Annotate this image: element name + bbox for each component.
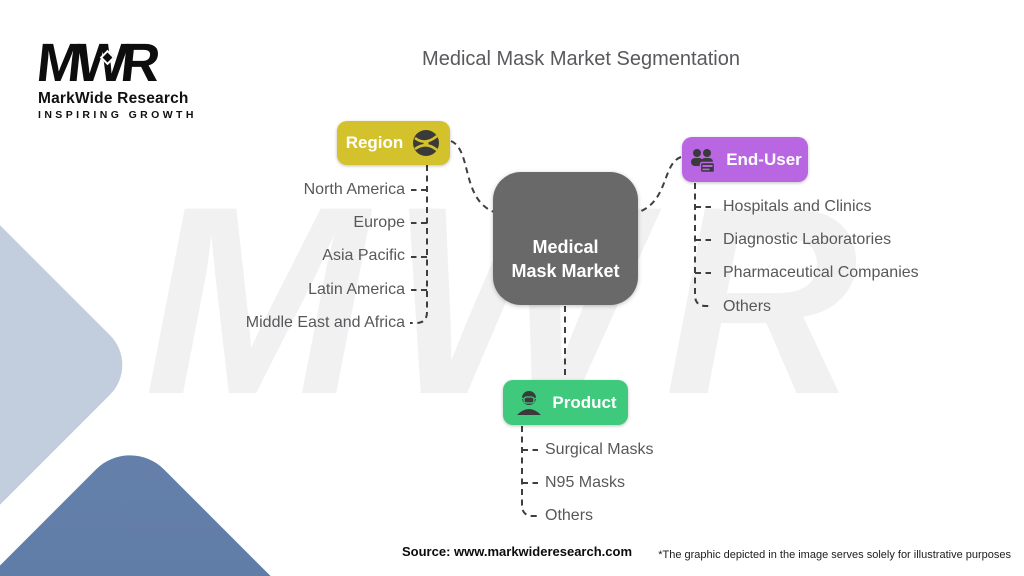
region-node-label: Region [345,133,404,152]
logo-acronym-text: MWR [38,36,162,90]
end-user-node: End-User [682,137,808,182]
connector-enduser-center [638,156,682,213]
region-item: North America [303,180,405,198]
region-item: Europe [353,213,405,231]
central-label-line1: Medical [532,236,599,257]
product-item-list: Surgical Masks N95 Masks Others [545,433,653,533]
product-spine [521,426,539,517]
enduser-spine [694,183,712,307]
product-node-label: Product [552,392,617,412]
central-label-line2: Mask Market [511,260,620,281]
globe-icon [411,128,441,158]
masked-person-icon [514,388,544,418]
region-item: Middle East and Africa [245,313,405,331]
end-user-item: Others [723,297,772,315]
users-card-icon [688,145,718,175]
product-item: Others [545,507,594,525]
region-item-list: North America Europe Asia Pacific Latin … [246,173,405,339]
logo-company-name: MarkWide Research [38,90,189,107]
region-spine [410,165,428,324]
logo-tagline: INSPIRING GROWTH [38,109,197,121]
product-item: Surgical Masks [545,440,654,458]
disclaimer-note: *The graphic depicted in the image serve… [658,549,1011,561]
central-market-node: Medical Mask Market [493,172,638,305]
end-user-item: Pharmaceutical Companies [723,264,919,282]
end-user-node-label: End-User [726,149,802,169]
end-user-item-list: Hospitals and Clinics Diagnostic Laborat… [723,190,919,323]
product-node: Product [503,380,628,425]
end-user-item: Diagnostic Laboratories [723,230,892,248]
page-title: Medical Mask Market Segmentation [422,48,740,70]
connector-region-center [450,140,495,213]
region-node: Region [337,121,450,165]
end-user-item: Hospitals and Clinics [723,197,872,215]
source-note: Source: www.markwideresearch.com [402,544,633,559]
region-item: Asia Pacific [322,247,405,265]
product-item: N95 Masks [545,473,626,491]
region-item: Latin America [308,280,405,298]
logo-acronym-art: MWR [38,36,162,90]
markwide-logo: MWR MarkWide Research INSPIRING GROWTH [38,36,198,121]
